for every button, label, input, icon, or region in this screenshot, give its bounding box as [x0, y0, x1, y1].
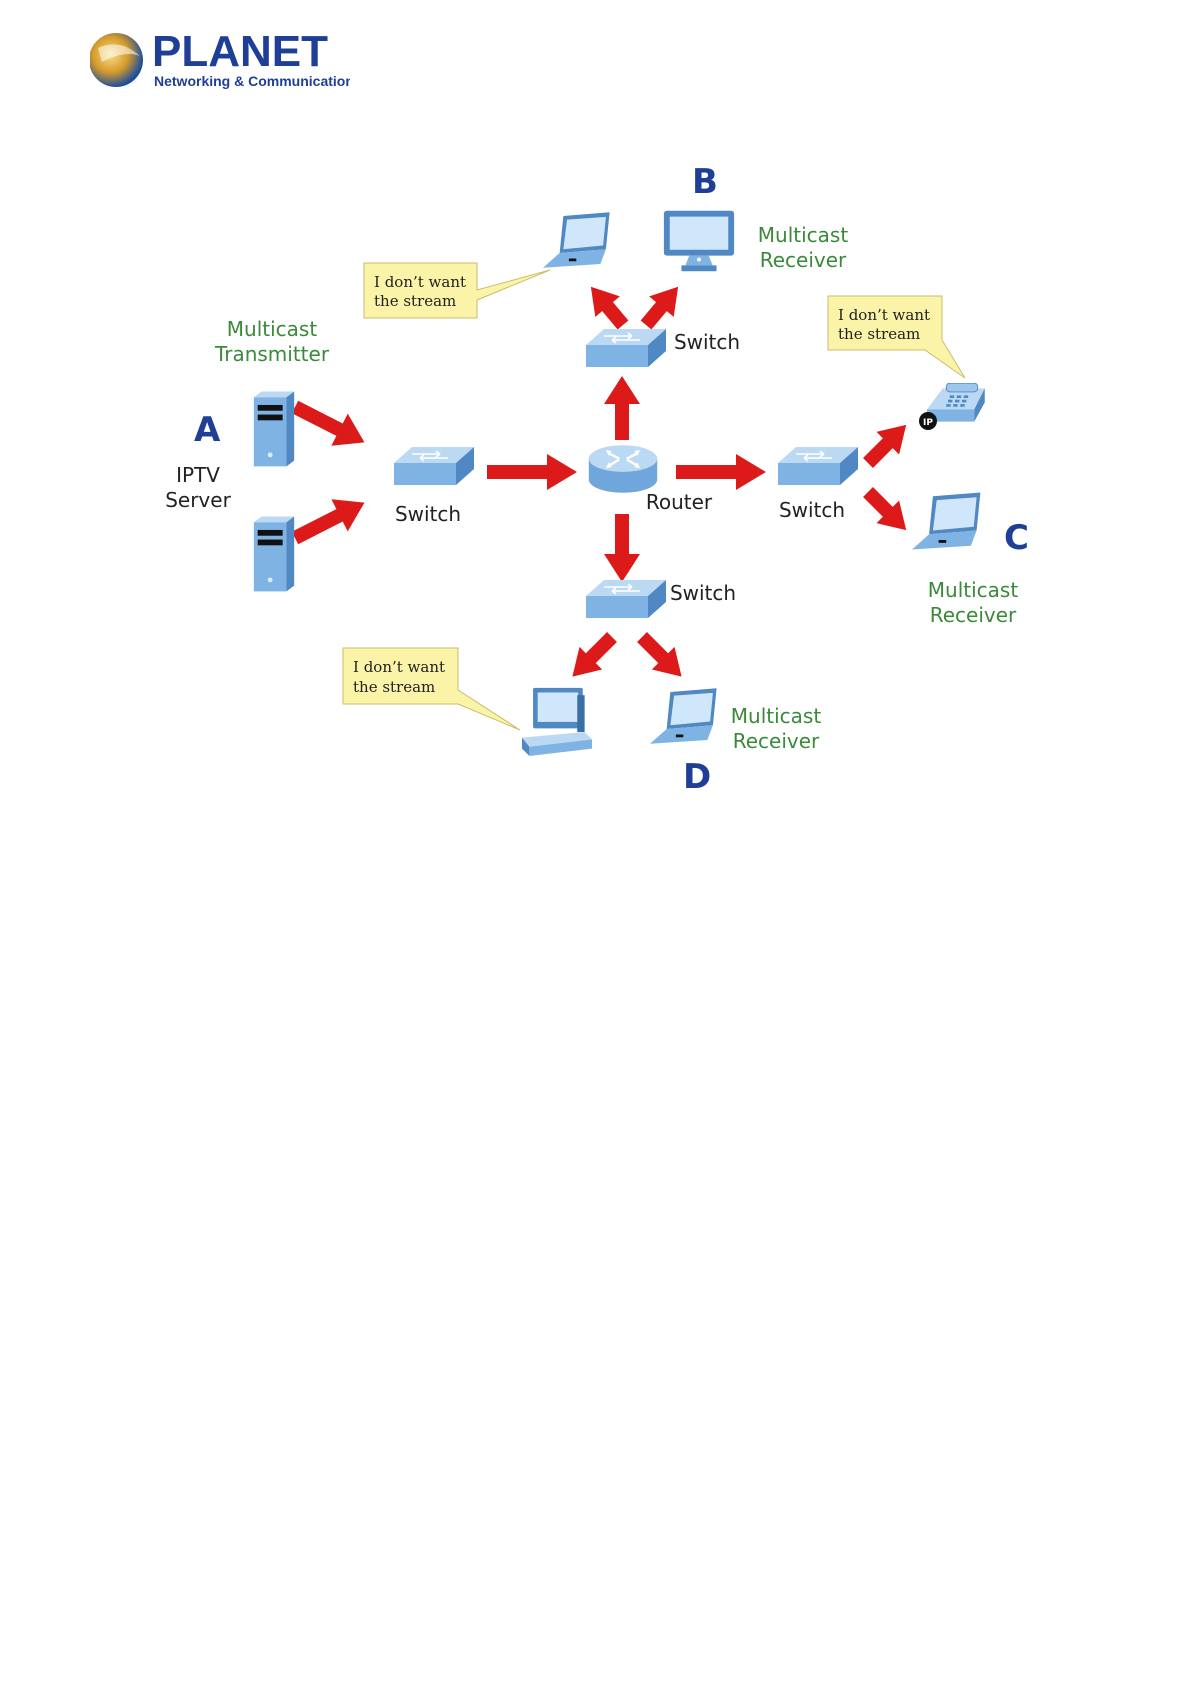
arrow-server2-to-switch: [287, 487, 373, 554]
server-icon-bottom: [254, 517, 294, 592]
bubble-d: I don’t want the stream: [343, 648, 520, 730]
arrow-right-to-laptop: [857, 481, 918, 542]
iptv-label-1: IPTV: [176, 463, 220, 487]
arrow-bottom-to-laptop: [631, 626, 693, 688]
arrow-top-to-laptop: [579, 276, 636, 335]
switch-label-bottom: Switch: [670, 581, 736, 605]
switch-label-top: Switch: [674, 330, 740, 354]
bubble-b: I don’t want the stream: [364, 263, 550, 318]
ip-phone-icon: [927, 383, 985, 422]
letter-a: A: [194, 410, 221, 450]
server-icon-top: [254, 392, 294, 467]
letter-d: D: [683, 757, 711, 797]
arrow-server1-to-switch: [287, 391, 373, 458]
svg-text:the stream: the stream: [353, 678, 435, 696]
laptop-icon-c: [912, 493, 980, 550]
svg-text:I don’t want: I don’t want: [353, 658, 445, 676]
laptop-icon-b: [543, 212, 610, 268]
transmitter-label-1: Multicast: [227, 317, 318, 341]
receiver-d-label-1: Multicast: [731, 704, 822, 728]
arrow-right-to-phone: [857, 414, 918, 475]
svg-text:the stream: the stream: [374, 292, 456, 310]
svg-text:I don’t want: I don’t want: [374, 273, 466, 291]
letter-c: C: [1004, 518, 1029, 558]
switch-icon-bottom: [586, 580, 666, 618]
receiver-b-label-1: Multicast: [758, 223, 849, 247]
switch-icon-left: [394, 447, 474, 485]
svg-text:I don’t want: I don’t want: [838, 306, 930, 324]
switch-label-right: Switch: [779, 498, 845, 522]
arrow-switch-to-router: [487, 454, 577, 490]
desktop-icon-d: [522, 688, 592, 756]
receiver-d-label-2: Receiver: [733, 729, 820, 753]
laptop-icon-d: [650, 688, 717, 744]
router-icon: [589, 445, 657, 493]
svg-text:IP: IP: [923, 418, 933, 428]
router-label: Router: [646, 490, 713, 514]
switch-icon-top: [586, 329, 666, 367]
arrow-router-to-top-switch: [604, 376, 640, 440]
arrow-bottom-to-desktop: [561, 626, 623, 688]
svg-text:the stream: the stream: [838, 325, 920, 343]
ip-badge: IP: [919, 412, 937, 430]
switch-label-left: Switch: [395, 502, 461, 526]
transmitter-label-2: Transmitter: [214, 342, 330, 366]
arrow-top-to-monitor: [634, 276, 691, 335]
receiver-c-label-2: Receiver: [930, 603, 1017, 627]
bubble-c: I don’t want the stream: [828, 296, 965, 378]
switch-icon-right: [778, 447, 858, 485]
receiver-c-label-1: Multicast: [928, 578, 1019, 602]
monitor-icon-b: [664, 211, 734, 271]
arrow-router-to-bottom-switch: [604, 514, 640, 582]
iptv-label-2: Server: [165, 488, 231, 512]
letter-b: B: [692, 162, 718, 202]
receiver-b-label-2: Receiver: [760, 248, 847, 272]
arrow-router-to-right-switch: [676, 454, 766, 490]
